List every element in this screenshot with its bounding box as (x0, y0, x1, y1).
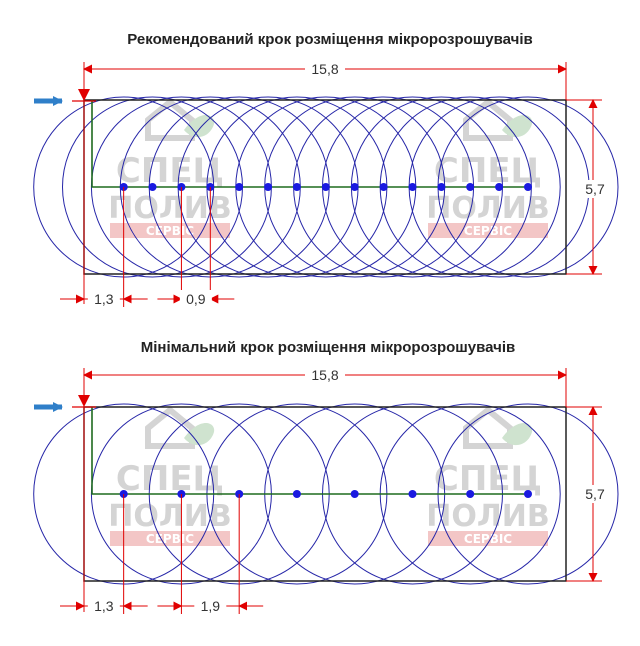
watermark-line3: СЕРВІС (464, 224, 512, 238)
diagram-minimal: Мінімальний крок розміщення мікророзрошу… (33, 339, 619, 615)
diagram-recommended: Рекомендований крок розміщення мікророзр… (33, 31, 619, 308)
nozzle-dot (495, 183, 504, 191)
house-leaf-icon (145, 98, 215, 141)
step-dimension: 1,9 (157, 494, 264, 615)
watermark-line3: СЕРВІС (464, 532, 512, 546)
watermark-line1: СПЕЦ (116, 459, 224, 499)
offset-dimension: 1,3 (60, 494, 148, 615)
nozzle-dot (264, 183, 273, 191)
offset-label: 1,3 (94, 598, 114, 614)
offset-dimension: 1,3 (60, 187, 148, 308)
house-leaf-icon (463, 98, 533, 141)
length-label: 15,8 (311, 61, 338, 77)
step-label: 0,9 (186, 291, 206, 307)
supply-pipe (91, 407, 528, 495)
nozzle-dot (408, 183, 417, 191)
step-label: 1,9 (201, 598, 221, 614)
nozzle-dot (292, 183, 301, 191)
diagram-title: Мінімальний крок розміщення мікророзрошу… (141, 339, 516, 356)
watermark-line3: СЕРВІС (146, 224, 194, 238)
width-label: 5,7 (585, 486, 605, 502)
house-leaf-icon (145, 406, 215, 449)
nozzle-dot (437, 183, 446, 191)
nozzle-dot (350, 183, 359, 191)
watermark-band (428, 531, 548, 546)
watermark-line1: СПЕЦ (434, 459, 542, 499)
nozzle-dot (321, 183, 330, 191)
nozzle-dot (379, 183, 388, 191)
nozzle-dot (408, 490, 417, 498)
width-label: 5,7 (585, 181, 605, 197)
watermark-line1: СПЕЦ (116, 151, 224, 191)
nozzle-dot (292, 490, 301, 498)
watermark-line2: ПОЛИВ (426, 499, 550, 534)
nozzle-dot (235, 183, 244, 191)
nozzle-dot (466, 490, 475, 498)
diagram-title: Рекомендований крок розміщення мікророзр… (127, 31, 532, 48)
watermark-line3: СЕРВІС (146, 532, 194, 546)
offset-label: 1,3 (94, 291, 114, 307)
nozzle-dot (466, 183, 475, 191)
nozzle-dot (524, 490, 532, 498)
nozzle-dot (524, 183, 532, 191)
step-dimension: 0,9 (157, 187, 235, 308)
nozzle-dot (350, 490, 359, 498)
nozzle-row (119, 183, 532, 191)
length-label: 15,8 (311, 367, 338, 383)
nozzle-dot (148, 183, 157, 191)
house-leaf-icon (463, 406, 533, 449)
watermark-line1: СПЕЦ (434, 151, 542, 191)
